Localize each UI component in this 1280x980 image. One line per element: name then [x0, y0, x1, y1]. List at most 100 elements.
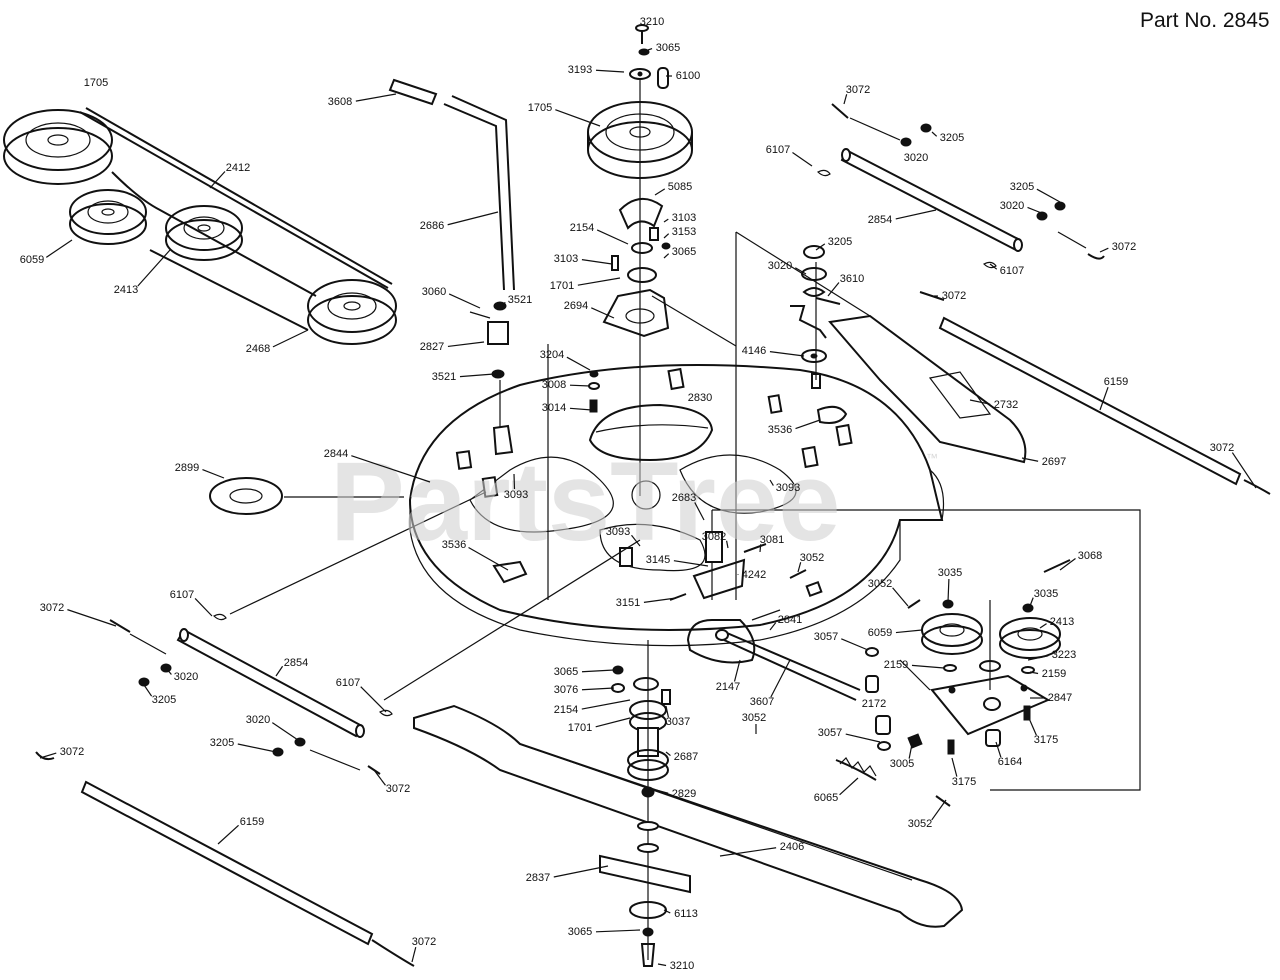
callout-label-6100: 6100: [676, 70, 700, 82]
callout-label-3057: 3057: [818, 727, 842, 739]
spindle-top: [587, 24, 737, 496]
callout-leader-3103: [663, 218, 669, 223]
callout-label-6107: 6107: [170, 589, 194, 601]
callout-leader-2159: [911, 664, 945, 669]
callout-leader-3093: [769, 479, 774, 486]
callout-leader-6065: [839, 777, 859, 796]
callout-label-3052: 3052: [800, 552, 824, 564]
callout-label-2854: 2854: [868, 214, 892, 226]
callout-leader-2154: [581, 699, 631, 710]
callout-leader-1705: [555, 109, 601, 127]
blade-2406: [413, 704, 964, 967]
callout-label-2844: 2844: [324, 448, 348, 460]
callout-label-2899: 2899: [175, 462, 199, 474]
callout-label-3608: 3608: [328, 96, 352, 108]
callout-label-3205: 3205: [1010, 181, 1034, 193]
callout-label-2694: 2694: [564, 300, 588, 312]
callout-leader-3052: [892, 587, 909, 607]
callout-leader-3151: [643, 597, 677, 603]
callout-label-3035: 3035: [1034, 588, 1058, 600]
callout-label-3223: 3223: [1052, 649, 1076, 661]
callout-label-2147: 2147: [716, 681, 740, 693]
watermark: PartsTree: [330, 439, 841, 564]
callout-leader-2899: [202, 469, 225, 479]
callout-label-3072: 3072: [942, 290, 966, 302]
callout-label-1705: 1705: [84, 77, 108, 89]
callout-label-2154: 2154: [570, 222, 594, 234]
callout-leader-3536: [795, 419, 821, 430]
callout-leader-2412: [209, 171, 226, 189]
callout-label-3020: 3020: [1000, 200, 1024, 212]
callout-label-3065: 3065: [656, 42, 680, 54]
callout-leader-2829: [655, 789, 669, 794]
callout-leader-3193: [595, 69, 625, 73]
callout-label-3068: 3068: [1078, 550, 1102, 562]
callout-label-2827: 2827: [420, 341, 444, 353]
callout-label-5085: 5085: [668, 181, 692, 193]
callout-label-3065: 3065: [672, 246, 696, 258]
callout-leader-3210: [657, 963, 667, 967]
callout-leader-6107: [360, 686, 387, 713]
callout-label-3103: 3103: [672, 212, 696, 224]
callout-label-6159: 6159: [1104, 376, 1128, 388]
callout-leader-3205: [815, 243, 826, 251]
callout-label-3081: 3081: [760, 534, 784, 546]
callout-leader-2154: [596, 229, 629, 245]
spindle-bottom: [611, 640, 671, 960]
callout-label-3072: 3072: [386, 783, 410, 795]
callout-leader-3521: [459, 373, 495, 378]
callout-leader-6059: [45, 239, 73, 258]
callout-leader-3057: [845, 733, 881, 743]
callout-leaders: [39, 48, 1257, 967]
callout-label-2829: 2829: [672, 788, 696, 800]
callout-label-3072: 3072: [60, 746, 84, 758]
callout-label-3072: 3072: [412, 936, 436, 948]
callout-leader-2694: [591, 307, 615, 319]
callout-leader-3065: [647, 48, 653, 51]
callout-label-3204: 3204: [540, 349, 564, 361]
callout-label-3076: 3076: [554, 684, 578, 696]
callout-leader-3068: [1059, 558, 1076, 571]
callout-label-3005: 3005: [890, 758, 914, 770]
callout-leader-2854: [895, 209, 937, 220]
left-linkage: [35, 491, 641, 967]
callout-leader-3052: [797, 562, 802, 573]
callout-label-6107: 6107: [1000, 265, 1024, 277]
callout-leader-3065: [595, 929, 641, 933]
callout-leader-3072: [39, 752, 57, 759]
callout-leader-3103: [581, 259, 613, 265]
callout-leader-1701: [577, 277, 621, 286]
callout-leader-2827: [447, 341, 485, 348]
callout-leader-3020: [271, 722, 299, 741]
callout-label-6113: 6113: [674, 908, 698, 920]
callout-label-3072: 3072: [40, 602, 64, 614]
callout-leader-2687: [665, 751, 671, 757]
callout-label-6164: 6164: [998, 756, 1022, 768]
callout-leader-2697: [1021, 457, 1039, 462]
callout-leader-3020: [165, 667, 172, 675]
callout-label-6065: 6065: [814, 792, 838, 804]
callout-label-3072: 3072: [1210, 442, 1234, 454]
callout-label-3020: 3020: [246, 714, 270, 726]
callout-label-3093: 3093: [606, 526, 630, 538]
callout-label-2406: 2406: [780, 841, 804, 853]
callout-leader-3065: [663, 253, 670, 259]
callout-leader-6159: [1099, 387, 1109, 411]
right-linkage: [735, 103, 1271, 600]
callout-label-3536: 3536: [442, 539, 466, 551]
callout-label-2830: 2830: [688, 392, 712, 404]
callout-label-3072: 3072: [1112, 241, 1136, 253]
callout-leader-3205: [141, 681, 153, 697]
callout-leader-3072: [843, 94, 848, 105]
callout-leader-3204: [566, 356, 591, 371]
callout-leader-3223: [1027, 655, 1049, 661]
callout-label-3521: 3521: [508, 294, 532, 306]
callout-label-3210: 3210: [640, 16, 664, 28]
callout-label-2468: 2468: [246, 343, 270, 355]
callout-leader-3052: [931, 799, 947, 821]
callout-leader-3060: [448, 293, 481, 309]
callout-leader-3035: [1029, 597, 1034, 607]
callout-label-4146: 4146: [742, 345, 766, 357]
callout-label-1701: 1701: [568, 722, 592, 734]
